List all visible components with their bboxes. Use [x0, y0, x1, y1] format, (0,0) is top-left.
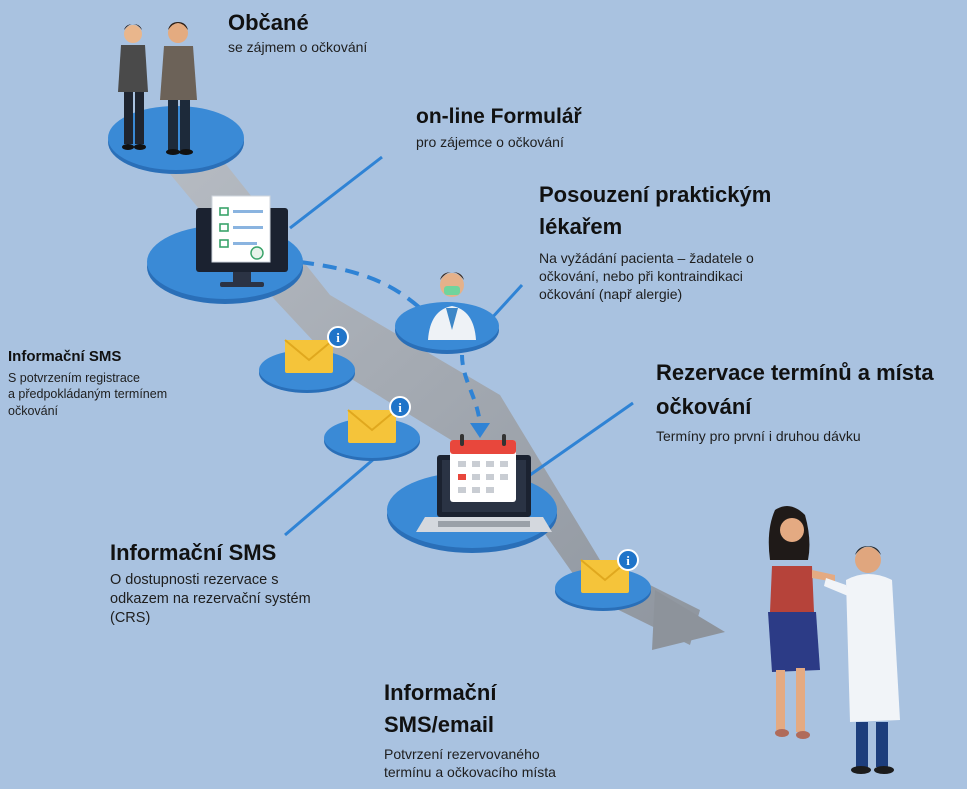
step-sms-availability-desc-line3: (CRS) [110, 610, 151, 627]
people-icon [118, 22, 197, 155]
step-reservation-title-line2: očkování [656, 394, 752, 420]
step-sms-availability-title: Informační SMS [110, 540, 277, 565]
step-form-desc: pro zájemce o očkování [416, 134, 564, 151]
step-reservation-title-line1: Rezervace termínů a místa [656, 360, 934, 385]
envelope-info-icon: i [347, 396, 411, 443]
step-sms-registration-desc-line3: očkování [8, 403, 59, 418]
doctor-icon [428, 272, 476, 340]
step-sms-email-title-line1: Informační [384, 680, 497, 705]
step-reservation: Rezervace termínů a místa očkování Termí… [656, 360, 934, 445]
step-doctor-title-line1: Posouzení praktickým [539, 182, 772, 207]
connector-lines [284, 155, 634, 537]
step-form-title: on-line Formulář [416, 105, 582, 128]
step-form: on-line Formulář pro zájemce o očkování [416, 104, 582, 151]
step-citizens-desc: se zájmem o očkování [228, 39, 368, 56]
path-arrowhead [652, 590, 725, 650]
step-sms-registration-desc-line1: S potvrzením registrace [8, 371, 140, 385]
step-citizens-title: Občané [228, 10, 309, 35]
step-doctor-title-line2: lékařem [539, 214, 623, 240]
vaccination-icon [768, 506, 900, 774]
svg-text:i: i [626, 553, 630, 568]
svg-text:i: i [336, 330, 340, 345]
step-sms-email-desc-line2: termínu a očkovacího místa [384, 763, 556, 780]
svg-text:i: i [398, 400, 402, 415]
step-sms-registration: Informační SMS S potvrzením registrace a… [8, 348, 167, 419]
step-sms-availability-desc-line1: O dostupnosti rezervace s [110, 572, 279, 589]
calendar-laptop-icon [416, 434, 552, 532]
envelope-info-icon: i [284, 326, 349, 373]
step-citizens: Občané se zájmem o očkování [228, 10, 367, 57]
step-sms-availability: Informační SMS O dostupnosti rezervace s… [110, 540, 311, 628]
step-doctor-desc-line1: Na vyžádání pacienta – žadatele o [539, 249, 754, 266]
step-reservation-desc: Termíny pro první i druhou dávku [656, 427, 861, 444]
step-sms-email-confirmation: Informační SMS/email Potvrzení rezervova… [384, 680, 556, 781]
step-sms-registration-title: Informační SMS [8, 348, 122, 365]
envelope-info-icon: i [580, 549, 639, 593]
step-doctor-desc-line3: očkování (např alergie) [539, 286, 683, 303]
step-doctor-review: Posouzení praktickým lékařem Na vyžádání… [539, 182, 771, 303]
step-sms-availability-desc-line2: odkazem na rezervační systém [110, 591, 311, 608]
form-monitor-icon [196, 195, 288, 287]
step-doctor-desc-line2: očkování, nebo při kontraindikaci [539, 267, 743, 284]
step-sms-email-desc-line1: Potvrzení rezervovaného [384, 745, 540, 762]
step-sms-registration-desc-line2: a předpokládaným termínem [8, 387, 168, 402]
step-sms-email-title-line2: SMS/email [384, 712, 495, 738]
